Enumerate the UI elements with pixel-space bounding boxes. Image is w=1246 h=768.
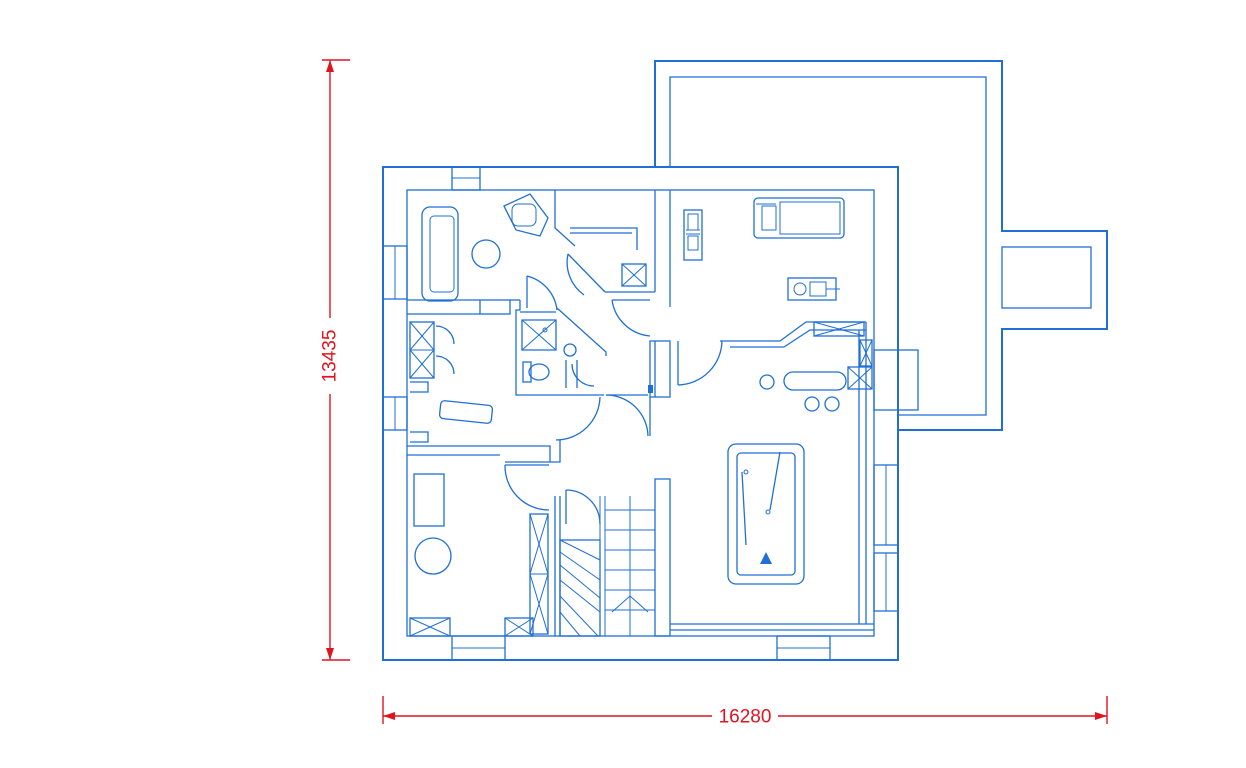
width-dimension-label: 16280	[719, 707, 772, 728]
doors	[435, 253, 723, 525]
height-dimension-label: 13435	[320, 330, 341, 383]
dimension-height	[318, 59, 350, 661]
gym-equipment	[683, 197, 845, 301]
bathroom-fixtures	[521, 319, 577, 383]
bench	[438, 400, 494, 424]
game-room-furniture	[727, 371, 847, 585]
living-furniture	[421, 193, 549, 315]
bottom-left-furniture	[413, 473, 452, 575]
dimension-width	[382, 696, 1108, 728]
staircase	[559, 496, 655, 637]
cabinets	[409, 263, 873, 637]
windows	[382, 166, 919, 661]
terrace-outline	[654, 60, 1108, 431]
